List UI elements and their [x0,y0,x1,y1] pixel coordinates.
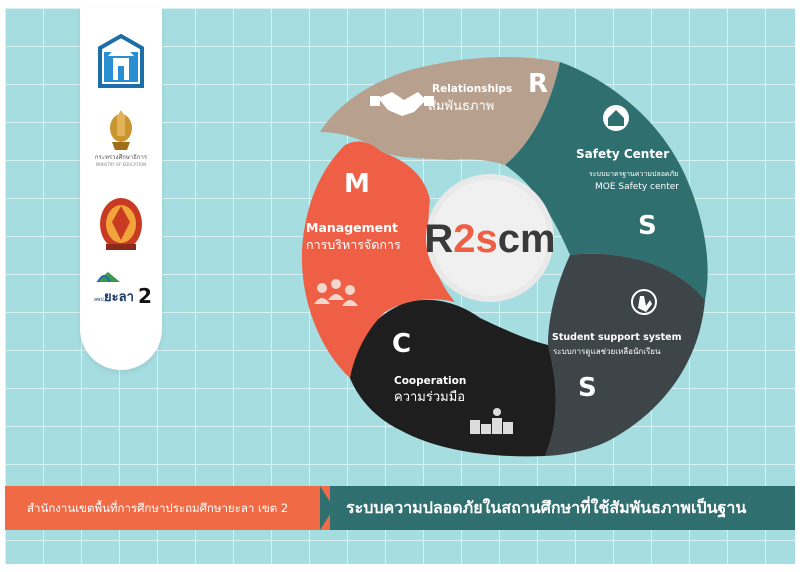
center-title: R2scm [424,217,555,261]
student-letter: S [578,373,597,403]
handshake-icon [370,92,434,116]
ministry-label: กระทรวงศึกษาธิการ MINISTRY OF EDUCATION [82,154,160,168]
footer-arrow [320,486,334,530]
district-brand-small: สพป. [94,297,106,303]
footer-left-bar: สำนักงานเขตพื้นที่การศึกษาประถมศึกษายะลา… [5,486,335,530]
center-circle [426,174,554,302]
management-segment [301,141,455,378]
footer-right-bar: ระบบความปลอดภัยในสถานศึกษาที่ใช้สัมพันธภ… [330,486,795,530]
system-title: ระบบความปลอดภัยในสถานศึกษาที่ใช้สัมพันธภ… [346,498,747,517]
management-letter: M [344,169,370,199]
safety-center-icon [603,105,629,131]
ministry-emblem-icon [110,110,132,150]
district-brand: สพป. ยะลา 2 [94,284,154,308]
school-safety-logo-icon [98,33,144,88]
student-title: Student support system [552,332,682,343]
management-subtitle: การบริหารจัดการ [306,237,401,252]
hand-icon [631,289,657,315]
relationships-segment [320,56,560,165]
safety-subtitle-th: ระบบมาตรฐานความปลอดภัย [589,170,678,178]
cooperation-letter: C [392,329,411,359]
safety-subtitle-en: MOE Safety center [595,182,679,192]
yala2-logo-icon [96,272,120,283]
relationships-title: Relationships [432,83,512,95]
student-subtitle: ระบบการดูแลช่วยเหลือนักเรียน [553,347,661,357]
management-title: Management [306,220,398,235]
safety-title: Safety Center [576,147,669,161]
district-brand-number: 2 [138,284,152,308]
puzzle-team-icon [470,408,513,434]
office-name: สำนักงานเขตพื้นที่การศึกษาประถมศึกษายะลา… [27,501,289,515]
cooperation-segment [350,299,556,457]
district-brand-name: ยะลา [104,290,134,305]
cooperation-subtitle: ความร่วมมือ [394,389,465,405]
team-icon [314,279,358,306]
cooperation-title: Cooperation [394,375,466,387]
district-emblem-icon [100,198,142,250]
relationships-subtitle: สัมพันธภาพ [428,99,494,114]
relationships-letter: R [528,69,548,99]
student-segment [545,253,705,456]
safety-segment [505,62,708,300]
ministry-name-en: MINISTRY OF EDUCATION [95,162,147,167]
ministry-name-th: กระทรวงศึกษาธิการ [94,154,148,161]
safety-letter: S [638,211,657,241]
